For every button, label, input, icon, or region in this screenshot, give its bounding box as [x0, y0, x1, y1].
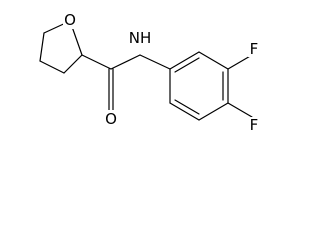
atom-labels: O O NH F F — [63, 11, 260, 134]
amide-group — [81, 54, 171, 111]
bond-carbonyl-nh — [110, 54, 141, 70]
atom-fluorine-upper: F — [248, 40, 260, 58]
bond-ring-carbonyl — [81, 54, 112, 70]
carbonyl-oxygen-label: O — [105, 110, 117, 128]
benzene-ring — [169, 51, 253, 121]
bond-ar-inner-1 — [174, 57, 200, 73]
ring-oxygen-label: O — [64, 11, 76, 29]
bond-ar-1 — [169, 51, 200, 70]
tetrahydrofuran-ring — [39, 20, 83, 74]
atom-ring-oxygen: O — [63, 11, 77, 29]
chemical-structure: O O NH F F — [39, 11, 260, 134]
bond-ar-5 — [169, 102, 200, 121]
atom-carbonyl-oxygen: O — [104, 110, 118, 128]
bond-ring-c3-c4 — [39, 60, 65, 74]
bond-ar-4 — [198, 102, 229, 121]
atom-fluorine-lower: F — [248, 116, 260, 134]
bond-c-f-upper — [227, 54, 253, 70]
bond-ar-inner-3 — [174, 99, 200, 115]
bond-ar-2 — [198, 51, 229, 70]
atom-amide-nitrogen: NH — [128, 29, 152, 47]
bond-nh-aryl — [139, 54, 171, 70]
fluorine-lower-label: F — [250, 116, 259, 134]
amide-nitrogen-label: NH — [129, 29, 152, 47]
bond-ring-c2-c3 — [39, 32, 45, 62]
fluorine-upper-label: F — [250, 40, 259, 58]
bond-ring-c4-c5 — [63, 54, 83, 74]
bond-c-f-lower — [227, 102, 253, 118]
